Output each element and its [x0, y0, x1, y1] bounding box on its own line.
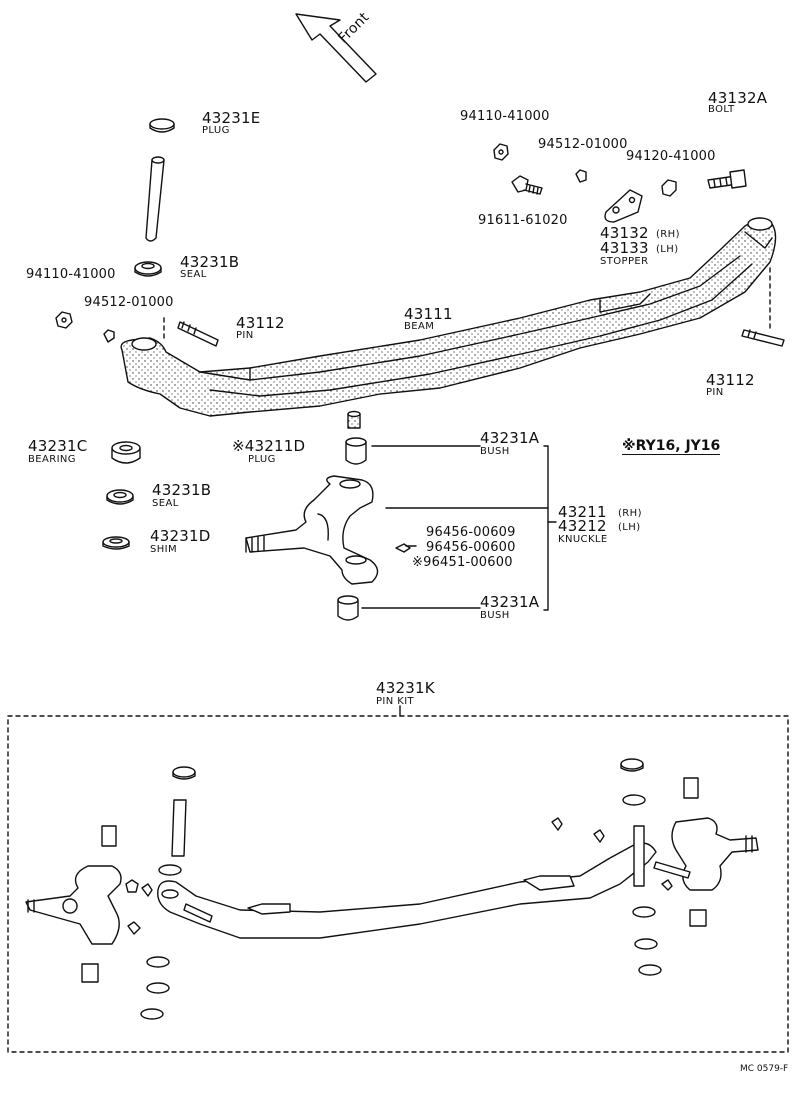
bearing-43231C-icon [111, 441, 141, 464]
pin-43112-right-icon [741, 329, 785, 347]
part-name-43231D: SHIM [150, 544, 178, 555]
kit-seals-left-icon [140, 864, 182, 1020]
part-name-43231A-bottom: BUSH [480, 610, 510, 621]
part-number-43211: 43211 [558, 503, 607, 521]
part-number-96456-a: 96456-00609 [426, 525, 516, 540]
kit-bush-3-icon [689, 909, 707, 927]
applicability-mark: ※ [232, 437, 245, 455]
part-number-96451-text: 96451-00600 [423, 555, 513, 570]
seal-43231B-bottom-icon [106, 489, 134, 505]
applicability-mark-96451: ※ [412, 555, 424, 570]
kit-king-pin-right-icon [633, 825, 645, 887]
part-name-43212: KNUCKLE [558, 534, 608, 545]
part-side-43211: (RH) [618, 508, 642, 519]
pin-kit-knuckle-left-icon [25, 865, 122, 945]
part-number-43231B-bottom: 43231B [152, 481, 212, 499]
part-number-43112-right: 43112 [706, 371, 755, 389]
part-number-91611: 91611-61020 [478, 213, 568, 228]
part-name-43231K: PIN KIT [376, 696, 415, 707]
part-number-96451: ※96451-00600 [412, 556, 513, 570]
part-number-43132A: 43132A [708, 89, 768, 107]
bush-43231A-top-icon [345, 437, 367, 465]
part-number-43112-left: 43112 [236, 314, 285, 332]
kit-bush-4-icon [81, 963, 99, 983]
grease-fitting-icon [395, 543, 417, 553]
plug-43211D-icon [347, 410, 361, 429]
part-side-43212: (LH) [618, 522, 641, 533]
part-name-43231C: BEARING [28, 454, 76, 465]
kit-plug-left-icon [172, 766, 196, 778]
part-name-43112-left: PIN [236, 330, 254, 341]
pin-kit-knuckle-right-icon [671, 817, 759, 891]
pin-kit-boundary [7, 715, 789, 1053]
shim-43231D-icon [102, 536, 130, 550]
part-name-43231E: PLUG [202, 125, 230, 136]
part-number-43231B-top: 43231B [180, 253, 240, 271]
part-number-94512-right: 94512-01000 [538, 137, 628, 152]
king-pin-icon [145, 156, 165, 242]
part-number-43231E: 43231E [202, 109, 261, 127]
stopper-43132-icon [604, 189, 643, 223]
part-side-43133: (LH) [656, 244, 679, 255]
part-number-43111: 43111 [404, 305, 453, 323]
nut-94120-icon [661, 179, 677, 197]
part-number-94110-right: 94110-41000 [460, 109, 550, 124]
applicability-note: ※RY16, JY16 [622, 438, 721, 455]
part-number-94512-left: 94512-01000 [84, 295, 174, 310]
part-number-43133: 43133 [600, 239, 649, 257]
part-number-43212: 43212 [558, 517, 607, 535]
part-number-94110-left: 94110-41000 [26, 267, 116, 282]
part-side-43132: (RH) [656, 229, 680, 240]
part-number-43231K: 43231K [376, 679, 435, 697]
kit-seals-right-icon [622, 794, 662, 976]
part-name-43231A-top: BUSH [480, 446, 510, 457]
part-number-43231A-bottom: 43231A [480, 593, 540, 611]
part-name-43132A: BOLT [708, 104, 735, 115]
washer-94512-right-icon [575, 169, 587, 183]
kit-nuts-icon [125, 817, 691, 935]
seal-43231B-icon [134, 261, 162, 277]
part-name-43231B-top: SEAL [180, 269, 207, 280]
part-name-43133: STOPPER [600, 256, 649, 267]
part-number-96456-b: 96456-00600 [426, 540, 516, 555]
pin-43112-left-icon [177, 321, 219, 347]
front-arrow-icon [295, 13, 377, 83]
plug-43231E-icon [149, 118, 175, 130]
pin-kit-beam-icon [157, 842, 657, 939]
nut-94110-right-icon [493, 143, 509, 161]
kit-king-pin-left-icon [171, 799, 187, 857]
part-number-43231C: 43231C [28, 437, 88, 455]
bush-43231A-bottom-icon [337, 595, 359, 621]
part-number-43211D-text: 43211D [244, 437, 306, 455]
axle-beam-43111 [120, 217, 777, 417]
kit-bush-2-icon [683, 777, 699, 799]
part-number-94120: 94120-41000 [626, 149, 716, 164]
kit-plug-right-icon [620, 758, 644, 770]
bolt-43132A-icon [707, 169, 747, 189]
part-name-43111: BEAM [404, 321, 435, 332]
part-name-43211D: PLUG [248, 454, 276, 465]
part-number-43132: 43132 [600, 224, 649, 242]
washer-94512-left-icon [103, 329, 115, 343]
knuckle-43211-icon [245, 475, 379, 585]
footer-code: MC 0579-F [740, 1064, 789, 1074]
part-number-43231D: 43231D [150, 527, 211, 545]
part-name-43112-right: PIN [706, 387, 724, 398]
nut-94110-left-icon [55, 311, 73, 329]
bolt-91611-icon [511, 175, 543, 195]
part-name-43231B-bottom: SEAL [152, 498, 179, 509]
part-number-43211D: ※43211D [232, 438, 305, 454]
part-number-43231A-top: 43231A [480, 429, 540, 447]
kit-bush-1-icon [101, 825, 117, 847]
